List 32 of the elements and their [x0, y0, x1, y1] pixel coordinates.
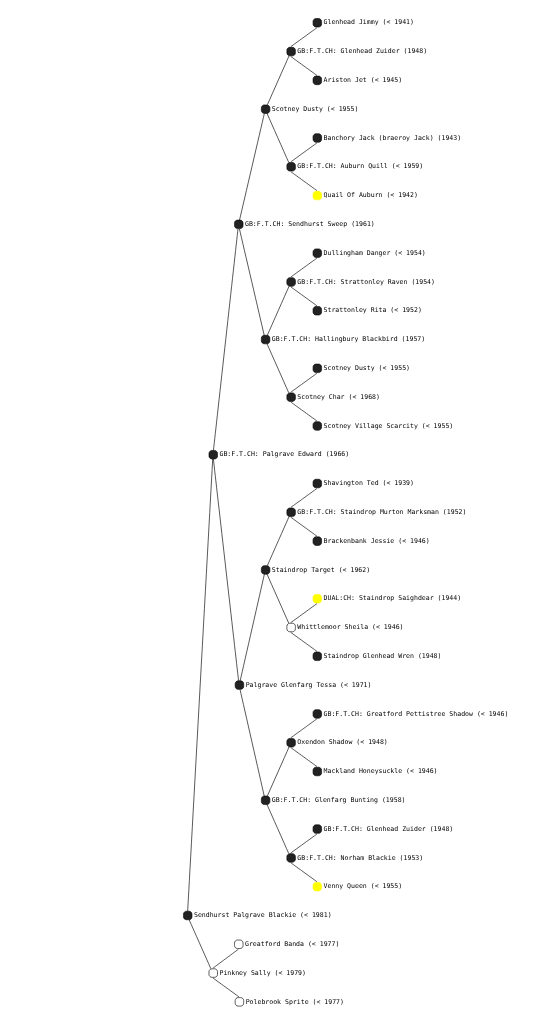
connector	[212, 228, 238, 451]
connector	[266, 343, 289, 393]
connector	[290, 488, 317, 508]
connector	[290, 401, 317, 422]
connector	[290, 372, 317, 393]
connector	[290, 257, 317, 278]
connector	[239, 689, 265, 797]
connector	[290, 286, 317, 307]
connector	[212, 458, 239, 682]
connector	[290, 27, 317, 47]
connector	[290, 516, 317, 537]
connector	[290, 747, 317, 767]
connector	[290, 171, 317, 191]
connector	[266, 285, 289, 336]
connector	[266, 746, 289, 797]
connector	[266, 55, 289, 106]
connector	[290, 833, 317, 854]
connector	[266, 113, 289, 163]
connector	[290, 142, 317, 163]
connector	[290, 632, 317, 652]
connector	[238, 113, 265, 221]
connector	[186, 458, 213, 912]
connector	[188, 919, 211, 969]
connector	[290, 862, 317, 883]
connector	[266, 573, 289, 624]
connector	[266, 516, 289, 566]
connector	[290, 56, 317, 76]
connector	[238, 228, 265, 336]
connector	[290, 718, 317, 739]
connector	[290, 603, 317, 623]
connector	[266, 804, 289, 854]
connector	[239, 574, 265, 682]
